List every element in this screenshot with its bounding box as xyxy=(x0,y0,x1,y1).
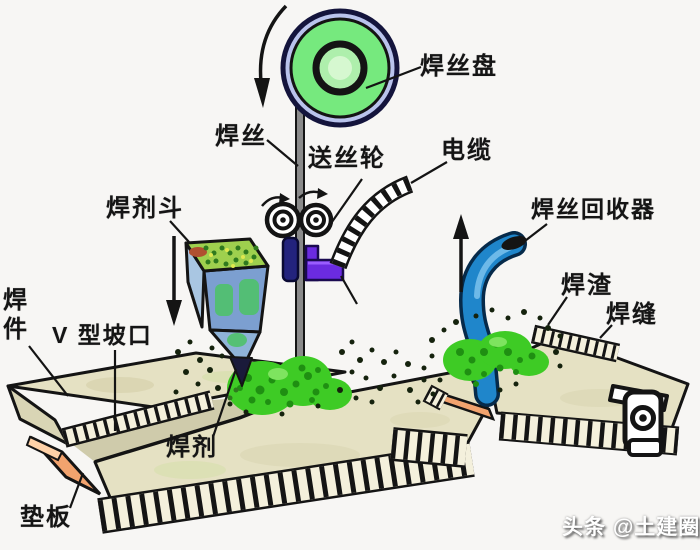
flux-pile-center xyxy=(227,356,352,415)
weld-seam-band xyxy=(530,324,621,363)
backing-plate-right-section xyxy=(422,384,496,422)
clamp-device xyxy=(608,384,669,457)
wire-spool xyxy=(280,8,400,128)
left-plate-bevel-hatch xyxy=(61,390,215,448)
label-wire-recovery: 焊丝回收器 xyxy=(531,196,656,222)
watermark: 头条 @土建圈 xyxy=(562,516,700,539)
flux-speckles xyxy=(173,307,563,417)
label-wire: 焊丝 xyxy=(215,123,267,150)
backing-plate xyxy=(25,435,102,496)
label-feed-rollers: 送丝轮 xyxy=(308,145,386,172)
label-workpiece: 焊件 xyxy=(3,287,29,344)
label-flux-hopper: 焊剂斗 xyxy=(106,195,184,222)
label-groove: V 型坡口 xyxy=(52,322,153,348)
label-seam: 焊缝 xyxy=(606,301,658,328)
wire-feed-rollers xyxy=(264,201,334,239)
recovery-direction-arrow-icon xyxy=(453,214,469,292)
roller-rotation-arrow-icon xyxy=(261,188,328,207)
power-cable xyxy=(329,175,414,270)
label-flux: 焊剂 xyxy=(166,434,218,461)
flux-fall-arrow-icon xyxy=(166,236,182,326)
spool-rotation-arrow-icon xyxy=(254,4,288,108)
flux-pile-right xyxy=(443,331,549,387)
label-cable: 电缆 xyxy=(441,137,493,164)
label-backing-plate: 垫板 xyxy=(20,504,72,531)
label-slag: 焊渣 xyxy=(561,272,613,299)
welding-head xyxy=(281,236,345,283)
label-wire-spool: 焊丝盘 xyxy=(420,53,498,80)
flux-hopper xyxy=(184,237,270,401)
leader-lines xyxy=(28,65,613,509)
